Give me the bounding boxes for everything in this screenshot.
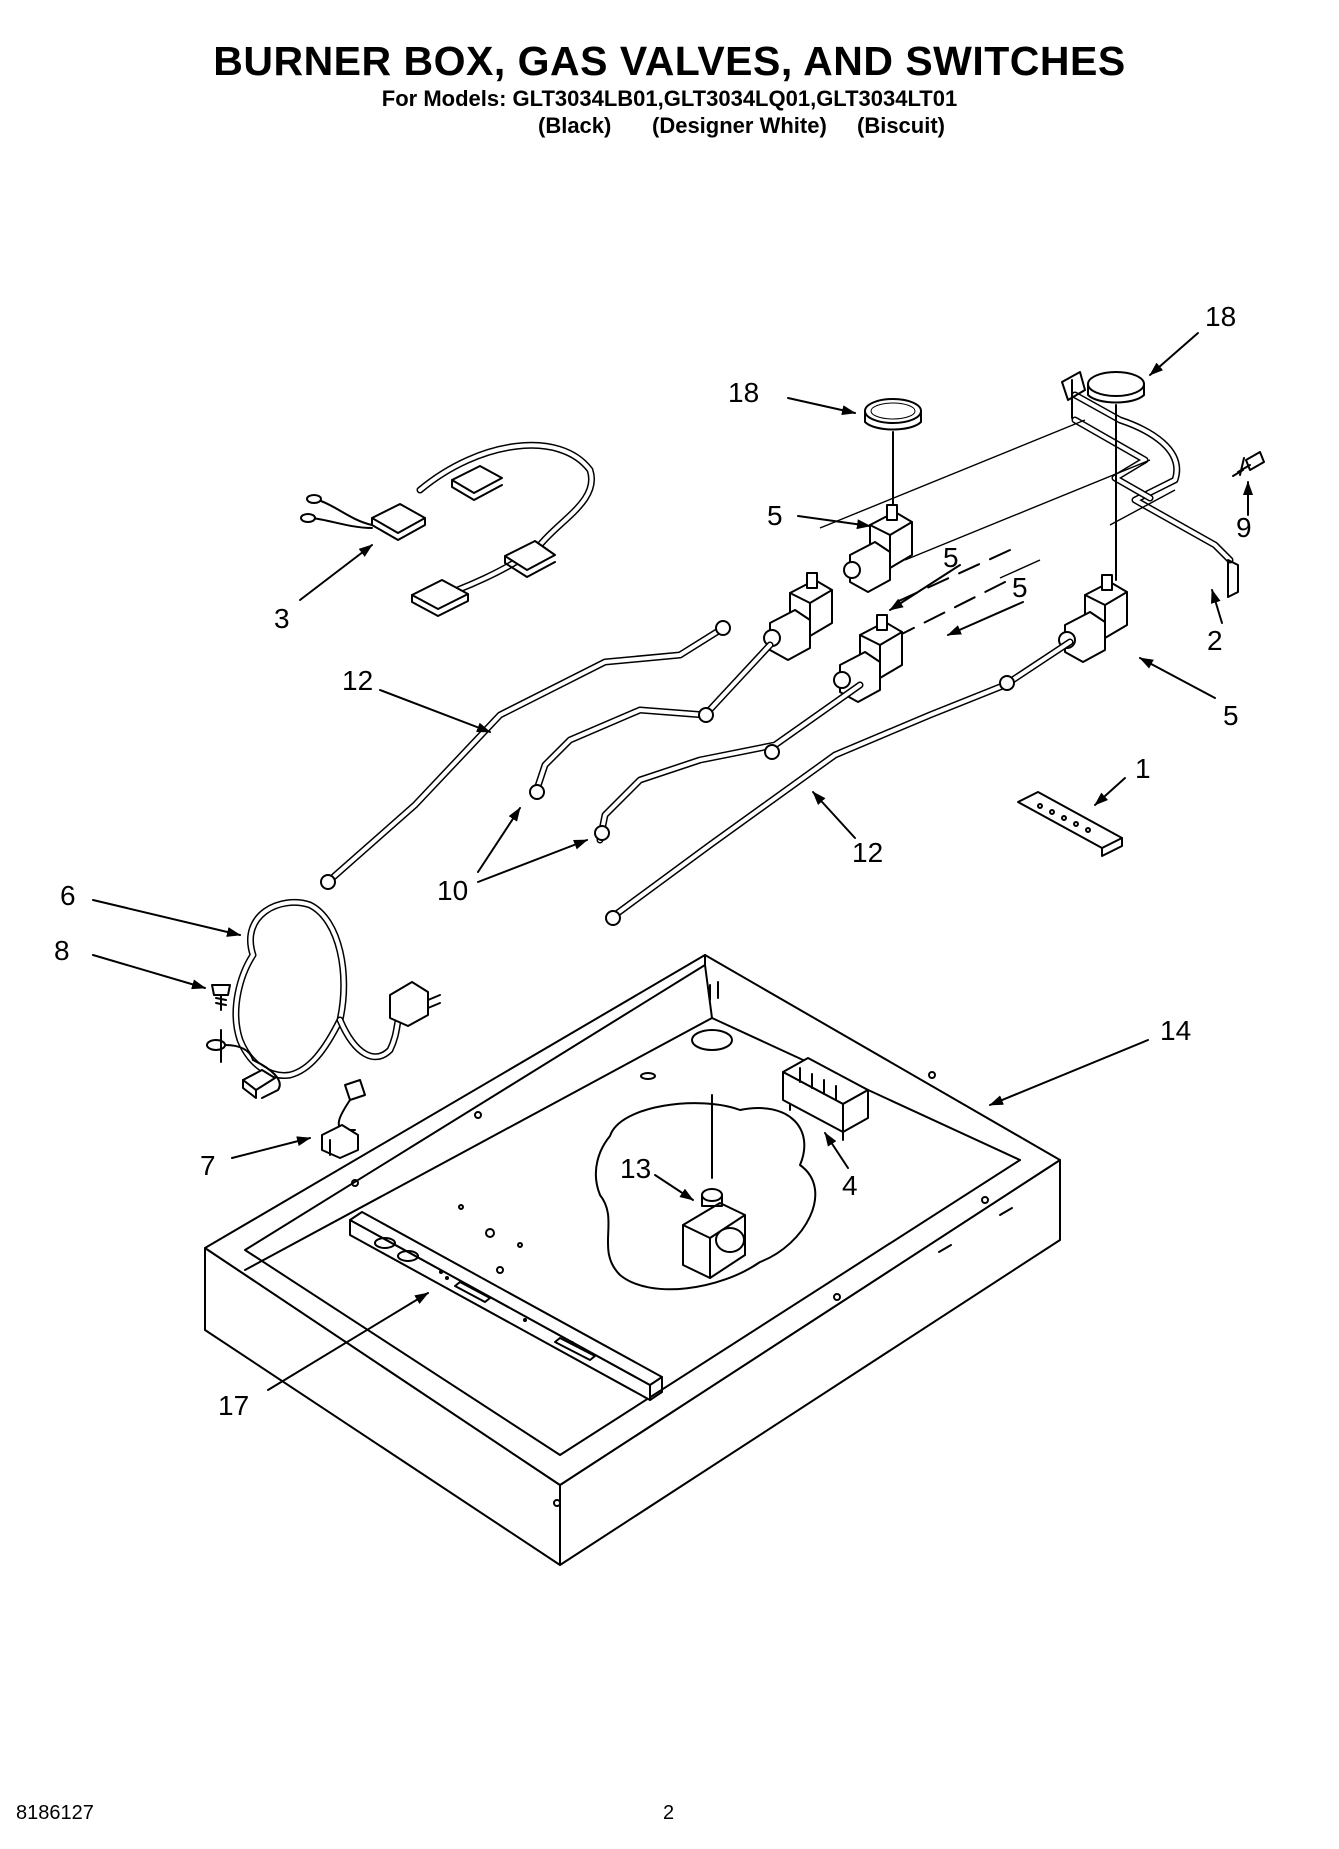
- callout-17: 17: [218, 1390, 249, 1421]
- models-line: For Models: GLT3034LB01,GLT3034LQ01,GLT3…: [381, 86, 958, 111]
- callout-3: 3: [274, 603, 290, 634]
- callout-leaders: [92, 332, 1253, 1391]
- callout-10: 10: [437, 875, 468, 906]
- callout-6: 6: [60, 880, 76, 911]
- callout-1: 1: [1135, 753, 1151, 784]
- callout-8: 8: [54, 935, 70, 966]
- callout-2: 2: [1207, 625, 1223, 656]
- power-cord: [206, 898, 441, 1099]
- variant-black: (Black): [538, 113, 612, 138]
- callout-5-b: 5: [943, 542, 959, 573]
- pressure-regulator: [682, 1094, 746, 1279]
- gas-tubes: [320, 620, 1074, 926]
- callout-4: 4: [842, 1170, 858, 1201]
- callout-12-a: 12: [342, 665, 373, 696]
- page-number: 2: [663, 1802, 675, 1824]
- gas-manifold: [819, 371, 1239, 651]
- callout-12-b: 12: [852, 837, 883, 868]
- callout-labels: 1 2 3 4 5 5 5 5 6 8 7 9 10 12 12 13 14 1…: [54, 301, 1252, 1421]
- callout-13: 13: [620, 1153, 651, 1184]
- callout-5-c: 5: [1012, 572, 1028, 603]
- gas-valves: [763, 504, 1128, 703]
- burner-caps: [864, 371, 1145, 581]
- mounting-screw: [1232, 451, 1265, 477]
- callout-5-a: 5: [767, 500, 783, 531]
- callout-18-b: 18: [1205, 301, 1236, 332]
- callout-7: 7: [200, 1150, 216, 1181]
- spark-module: [782, 1057, 869, 1141]
- callout-9: 9: [1236, 512, 1252, 543]
- support-bracket: [1017, 791, 1123, 857]
- callout-14: 14: [1160, 1015, 1191, 1046]
- callout-18-a: 18: [728, 377, 759, 408]
- igniter-switch-harness: [300, 441, 596, 617]
- callout-5-d: 5: [1223, 700, 1239, 731]
- document-number: 8186127: [16, 1802, 94, 1824]
- ground-screw: [211, 984, 231, 1063]
- burner-box: [204, 954, 1061, 1566]
- switch: [321, 1079, 366, 1159]
- mounting-bracket: [349, 1211, 663, 1401]
- page-title: BURNER BOX, GAS VALVES, AND SWITCHES: [213, 38, 1126, 84]
- variant-designer-white: (Designer White): [652, 113, 827, 138]
- variant-biscuit: (Biscuit): [857, 113, 945, 138]
